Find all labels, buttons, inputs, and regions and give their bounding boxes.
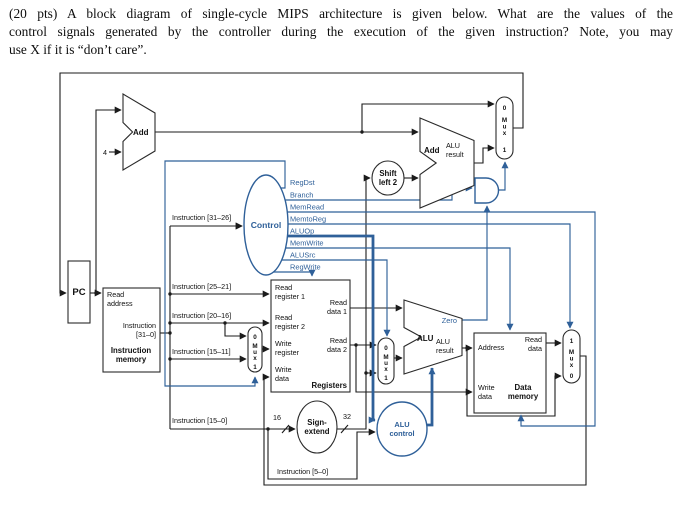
wire-aluop [266,234,376,424]
mux-memtoreg-1: 1 [570,338,574,345]
instruction-field-labels: Instruction [31–26] Instruction [25–21] … [172,213,328,476]
control-signal-labels: RegDst Branch MemRead MemtoReg ALUOp Mem… [290,178,326,272]
control-signal-wires [164,160,596,427]
control-unit: Control [170,174,289,276]
mux-regdst-1: 1 [253,364,257,371]
alu-label: ALU [417,334,434,343]
signal-regdst: RegDst [290,178,315,187]
signal-memtoreg: MemtoReg [290,215,326,224]
label-instr-25-21: Instruction [25–21] [172,282,231,291]
bit-width-16: 16 [273,413,281,422]
slash-16-bit [281,424,290,434]
sign-extend-unit: Sign-extend 16 32 [273,400,351,454]
const-4-label: 4 [103,148,107,157]
wire-branch-target [474,144,495,164]
wire-sign-extend-out [337,174,371,430]
signal-branch: Branch [290,191,313,200]
dmem-address-label: Address [478,343,505,352]
mux-regdst-0: 0 [253,334,257,341]
wire-alusrc [266,259,391,337]
imem-instruction-out-label: Instruction[31–0] [123,321,156,339]
wire-junction-dots [94,130,469,431]
mux-alusrc-0: 0 [384,345,388,352]
label-instr-5-0: Instruction [5–0] [277,467,328,476]
label-instr-20-16: Instruction [20–16] [172,311,231,320]
pc-register: PC [67,260,91,324]
question-text: (20 pts) A block diagram of single-cycle… [9,5,673,58]
label-instr-31-26: Instruction [31–26] [172,213,231,222]
question-line-2: control signals generated by the control… [9,23,673,39]
alu-zero-label: Zero [442,316,457,325]
signal-regwrite: RegWrite [290,263,321,272]
and-gate [474,177,500,204]
wire-regdst [164,160,286,387]
wire-pc-to-add [95,106,122,293]
label-instr-15-0: Instruction [15–0] [172,416,227,425]
sign-extend-label: Sign-extend [304,418,329,436]
question-line-3: use X if it is “don’t care”. [9,41,147,57]
pc-label: PC [72,287,85,298]
bit-width-32: 32 [343,412,351,421]
mux-memtoreg-0: 0 [570,373,574,380]
wire-alu-control-out [427,367,436,427]
wire-alu-result-bypass [466,348,562,417]
wire-and-to-pcsrc-mux [498,161,509,191]
wire-pc-plus-4-to-mux [361,100,495,132]
signal-memread: MemRead [290,203,324,212]
add1-label: Add [133,128,149,137]
question-line-1: (20 pts) A block diagram of single-cycle… [9,6,673,21]
control-label: Control [251,220,282,230]
wire-write-back [262,355,587,486]
signal-memwrite: MemWrite [290,239,324,248]
wire-instr-20-16-to-mux [224,323,247,340]
wire-memtoreg [266,223,574,329]
wire-pc-feedback [59,72,524,297]
wire-memwrite [266,247,514,331]
add2-label: Add [424,146,440,155]
label-instr-15-11: Instruction [15–11] [172,347,231,356]
wire-instr-5-0 [267,428,376,480]
mux-alusrc-1: 1 [384,375,388,382]
signal-alusrc: ALUSrc [290,251,316,260]
signal-aluop: ALUOp [290,227,314,236]
mux-pcsrc-0: 0 [503,105,507,112]
wire-zero-to-and [462,205,491,321]
mux-pcsrc-1: 1 [503,147,507,154]
slash-32-bit [340,424,349,434]
wire-regwrite [266,269,316,277]
adder-pc-plus-4: Add 4 [103,93,156,171]
registers-title: Registers [311,381,347,390]
